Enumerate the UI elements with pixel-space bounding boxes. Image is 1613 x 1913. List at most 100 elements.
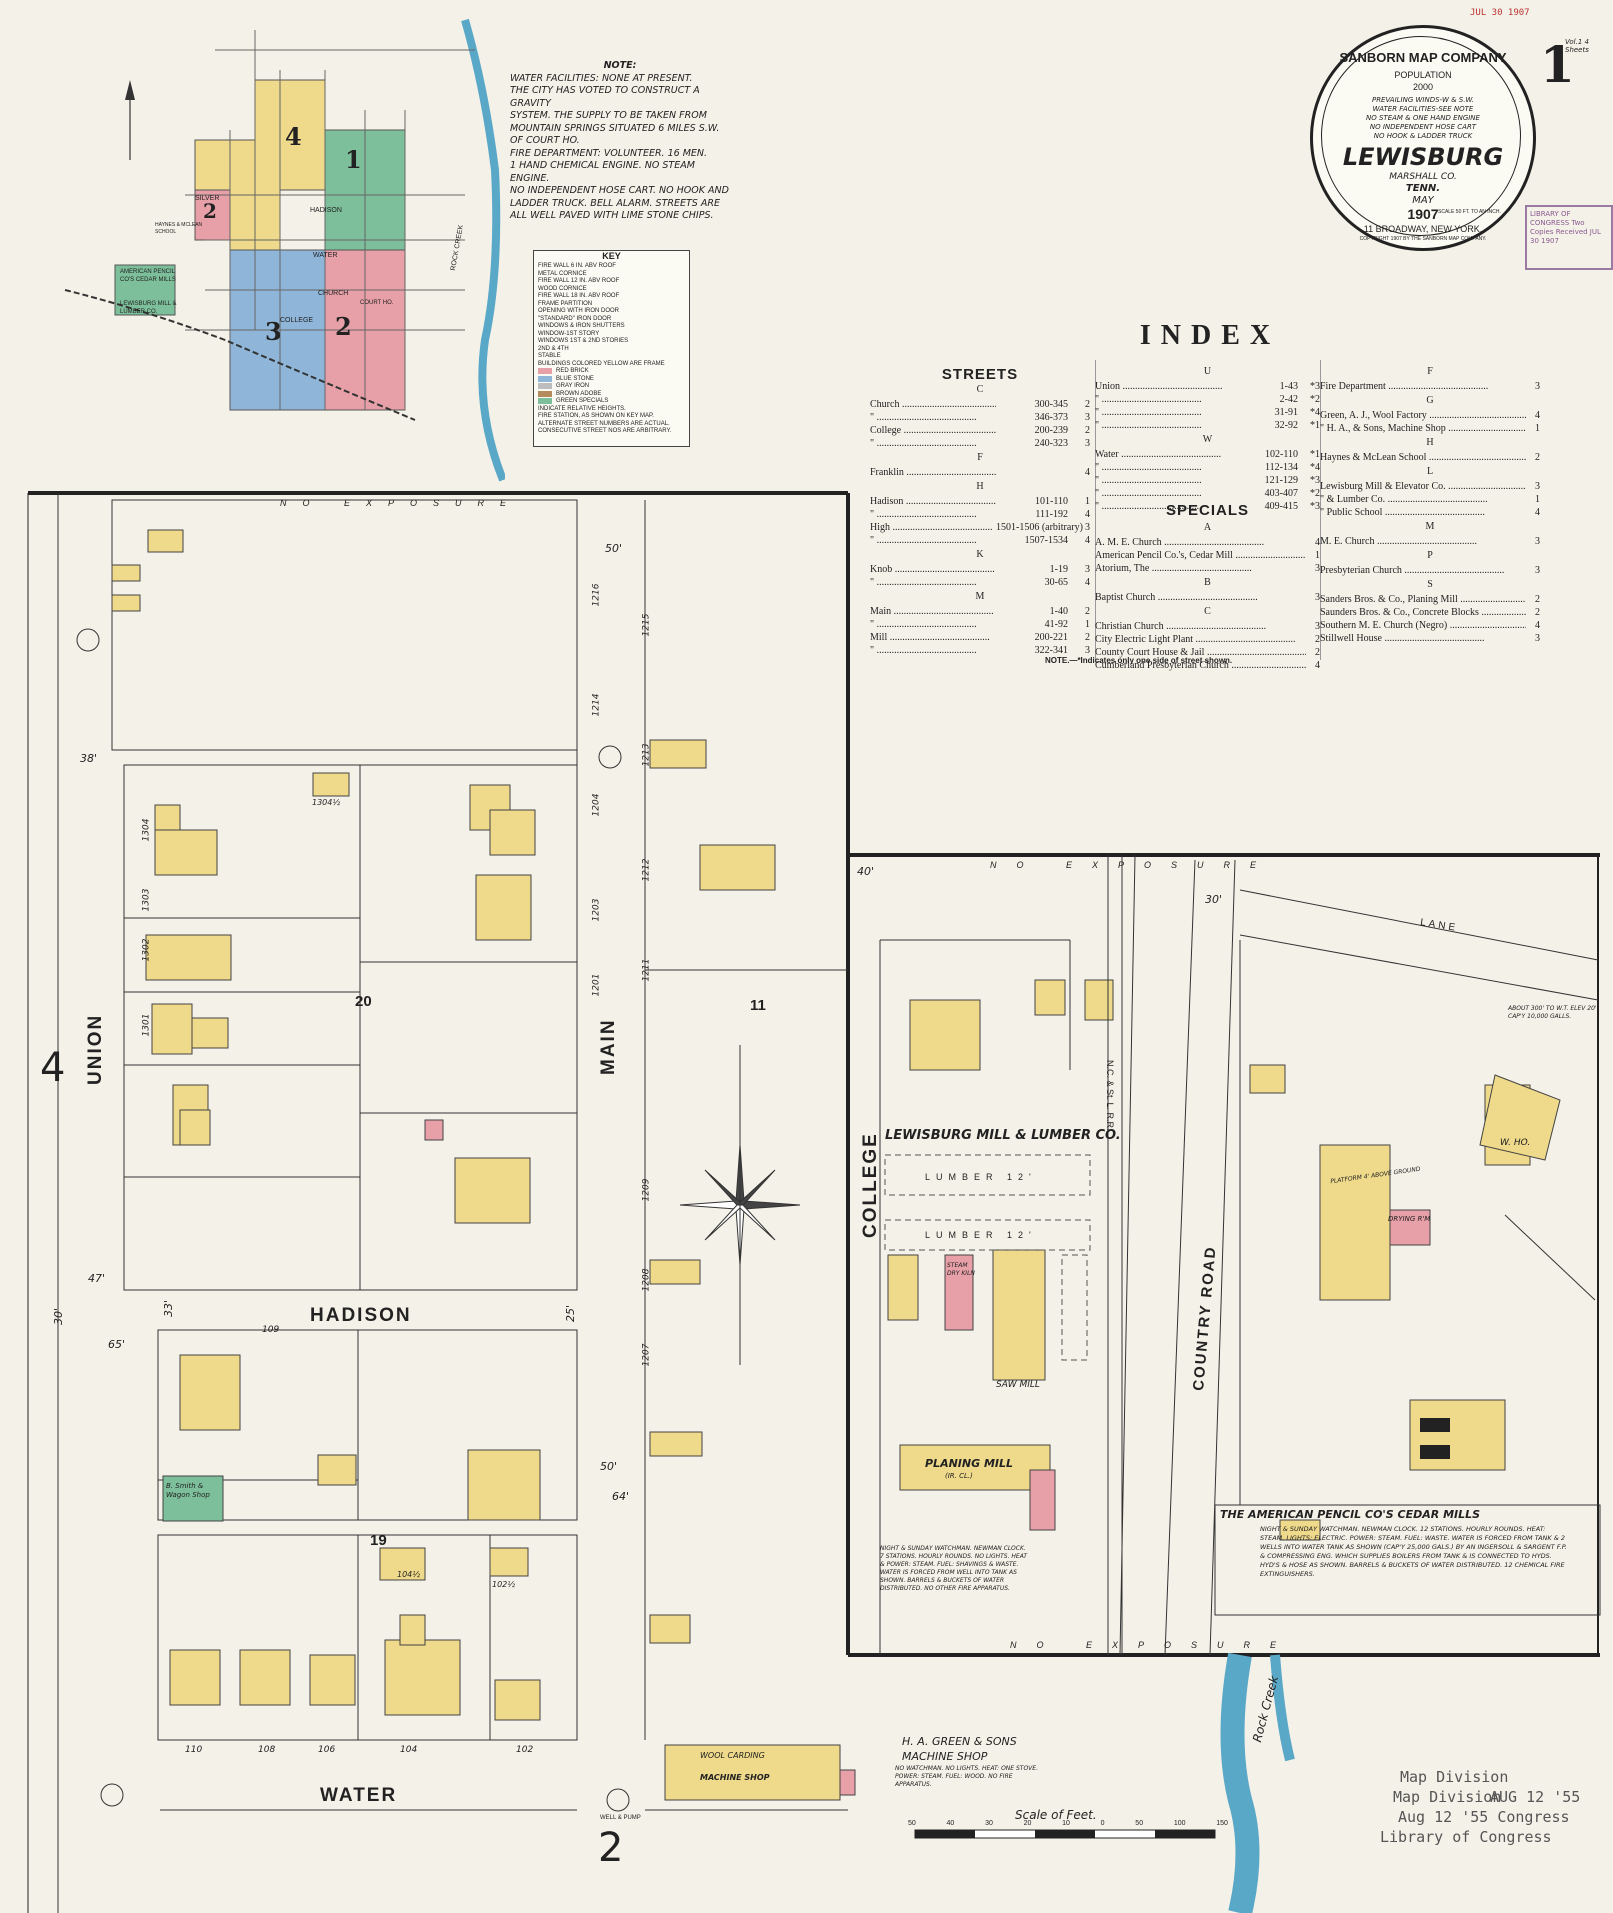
key-color-legend: BUILDINGS COLORED YELLOW ARE FRAME xyxy=(538,360,665,367)
index-entry: Green, A. J., Wool Factory .............… xyxy=(1320,410,1540,421)
saw-mill-label: SAW MILL xyxy=(996,1380,1040,1390)
note-line: NO INDEPENDENT HOSE CART. NO HOOK AND xyxy=(510,185,729,196)
sheets-note: Vol.1 4 Sheets xyxy=(1565,38,1589,54)
index-entry: Lewisburg Mill & Elevator Co. ..........… xyxy=(1320,481,1540,492)
index-entry: Baptist Church .........................… xyxy=(1095,592,1320,603)
index-entry: Saunders Bros. & Co., Concrete Blocks ..… xyxy=(1320,607,1540,618)
copyright-stamp-text: LIBRARY OF CONGRESS Two Copies Received … xyxy=(1530,210,1601,245)
rr-label: N.C. & St. L. R.R. xyxy=(1105,1060,1115,1131)
note-line: MOUNTAIN SPRINGS SITUATED 6 MILES S.W. xyxy=(510,122,720,134)
house-number: 1208 xyxy=(641,1268,652,1292)
index-entry: " ......................................… xyxy=(870,619,1090,630)
street-width: 50' xyxy=(605,542,623,555)
adjacent-sheet-4: 4 xyxy=(40,1045,66,1091)
house-number: 1214 xyxy=(591,693,602,717)
house-number: 104½ xyxy=(397,1570,421,1579)
seal-county: MARSHALL CO. xyxy=(1389,172,1457,182)
index-entry: Presbyterian Church ....................… xyxy=(1320,565,1540,576)
cedar-mills-label: THE AMERICAN PENCIL CO'S CEDAR MILLS xyxy=(1220,1508,1481,1521)
adjacent-sheet-2: 2 xyxy=(598,1825,624,1871)
block-number-20: 20 xyxy=(355,993,372,1010)
index-entry: Hadison ................................… xyxy=(870,496,1090,507)
key-map: 1 2 3 4 2 SILVER HADISON WATER CHURCH CO… xyxy=(55,10,505,490)
seal-fact: NO STEAM & ONE HAND ENGINE xyxy=(1366,114,1480,122)
platform-label: PLATFORM 4' ABOVE GROUND xyxy=(1329,1165,1421,1186)
note-heading: NOTE: xyxy=(603,60,637,71)
block-number-19: 19 xyxy=(370,1532,387,1549)
block-number-11: 11 xyxy=(750,997,766,1014)
index-letter: K xyxy=(976,549,984,560)
no-exposure-top: NO EXPOSURE xyxy=(280,498,523,508)
house-number: 104 xyxy=(400,1745,418,1755)
index-entry: A. M. E. Church ........................… xyxy=(1095,537,1320,548)
key-color-swatch xyxy=(538,390,552,397)
machine-shop-title: MACHINE SHOP xyxy=(902,1750,988,1763)
note-line: OF COURT HO. xyxy=(510,135,580,146)
stamp-map-division-2: Map Division xyxy=(1393,1788,1502,1806)
scale-tick: 40 xyxy=(946,1820,955,1827)
no-exposure-right: NO EXPOSURE xyxy=(990,860,1277,870)
key-item: FIRE WALL 18 IN. ABV ROOF xyxy=(538,293,620,299)
no-exposure-bottom: NO EXPOSURE xyxy=(1010,1640,1297,1650)
index-entry: Cumberland Presbyterian Church .........… xyxy=(1095,660,1320,671)
index-entry: Franklin ...............................… xyxy=(870,467,1090,478)
street-width: 30' xyxy=(1205,893,1223,906)
index-entry: " ......................................… xyxy=(1095,488,1320,499)
keymap-church: CHURCH xyxy=(318,290,349,297)
index-letter: H xyxy=(1426,437,1434,448)
street-width: 30' xyxy=(52,1307,66,1326)
steam-dry-kiln-label: STEAM DRY KILN xyxy=(947,1262,975,1277)
key-heading: KEY xyxy=(602,251,621,261)
index-entry: Sanders Bros. & Co., Planing Mill ......… xyxy=(1320,594,1540,605)
index-entry: Southern M. E. Church (Negro) ..........… xyxy=(1320,620,1540,631)
index-entry: " ......................................… xyxy=(1095,394,1320,405)
house-number: 1301 xyxy=(141,1013,152,1037)
scale-tick: 50 xyxy=(1135,1820,1144,1827)
index-letter: C xyxy=(1204,606,1211,617)
seal-company: SANBORN MAP COMPANY xyxy=(1339,50,1507,65)
index-entry: High ...................................… xyxy=(870,522,1090,533)
house-number: 102½ xyxy=(492,1580,516,1589)
index-entry: Atorium, The ...........................… xyxy=(1095,563,1320,574)
house-number: 1204 xyxy=(591,793,602,817)
index-letter: U xyxy=(1203,366,1212,377)
scale-tick: 30 xyxy=(985,1820,993,1827)
index-entry: Union ..................................… xyxy=(1095,381,1320,392)
seal-city: LEWISBURG xyxy=(1342,143,1504,171)
key-item: "STANDARD" IRON DOOR xyxy=(538,315,612,322)
index-col-2-streets: U Union .................................… xyxy=(1095,364,1320,513)
keymap-court-ho: COURT HO. xyxy=(360,300,394,306)
street-width: 40' xyxy=(857,865,875,878)
index-entry: " ......................................… xyxy=(870,412,1090,423)
scale-tick: 50 xyxy=(908,1820,916,1827)
smith-wagon-shop: B. Smith & Wagon Shop xyxy=(166,1482,210,1499)
seal-copyright: COPYRIGHT 1907 BY THE SANBORN MAP COMPAN… xyxy=(1359,236,1487,242)
index-entry: " Public School ........................… xyxy=(1320,507,1540,518)
seal-fact: PREVAILING WINDS-W & S.W. xyxy=(1371,96,1475,104)
house-number: 1302 xyxy=(141,938,152,962)
scale-tick: 20 xyxy=(1023,1820,1032,1827)
index-letter: M xyxy=(975,591,985,602)
stamp-aug-date: AUG 12 '55 xyxy=(1490,1788,1581,1806)
index-entry: " ......................................… xyxy=(870,577,1090,588)
keymap-water: WATER xyxy=(313,252,338,259)
index-entry: Fire Department ........................… xyxy=(1320,381,1540,392)
index-entry: M. E. Church ...........................… xyxy=(1320,536,1540,547)
seal-fact: NO HOOK & LADDER TRUCK xyxy=(1373,132,1473,140)
copyright-stamp: LIBRARY OF CONGRESS Two Copies Received … xyxy=(1525,205,1613,270)
seal-scale: SCALE 50 FT. TO AN INCH. xyxy=(1438,209,1501,215)
index-letter: G xyxy=(1426,395,1434,406)
key-color-swatch xyxy=(538,368,552,374)
street-hadison: HADISON xyxy=(310,1305,412,1326)
house-number: 108 xyxy=(258,1745,276,1755)
index-letter: A xyxy=(1203,522,1212,533)
key-item: FIRE WALL 6 IN. ABV ROOF xyxy=(538,263,616,269)
key-items: FIRE WALL 6 IN. ABV ROOF METAL CORNICE F… xyxy=(534,261,689,438)
index-entry: " ......................................… xyxy=(1095,420,1320,431)
note-line: 1 HAND CHEMICAL ENGINE. NO STEAM ENGINE. xyxy=(510,160,695,184)
key-item: OPENING WITH IRON DOOR xyxy=(538,308,619,314)
note-block: NOTE: WATER FACILITIES: NONE AT PRESENT.… xyxy=(510,60,730,223)
seal-address: 11 BROADWAY, NEW YORK. xyxy=(1363,224,1483,234)
index-entry: Haynes & McLean School .................… xyxy=(1320,452,1540,463)
index-entry: Knob ...................................… xyxy=(870,564,1090,575)
